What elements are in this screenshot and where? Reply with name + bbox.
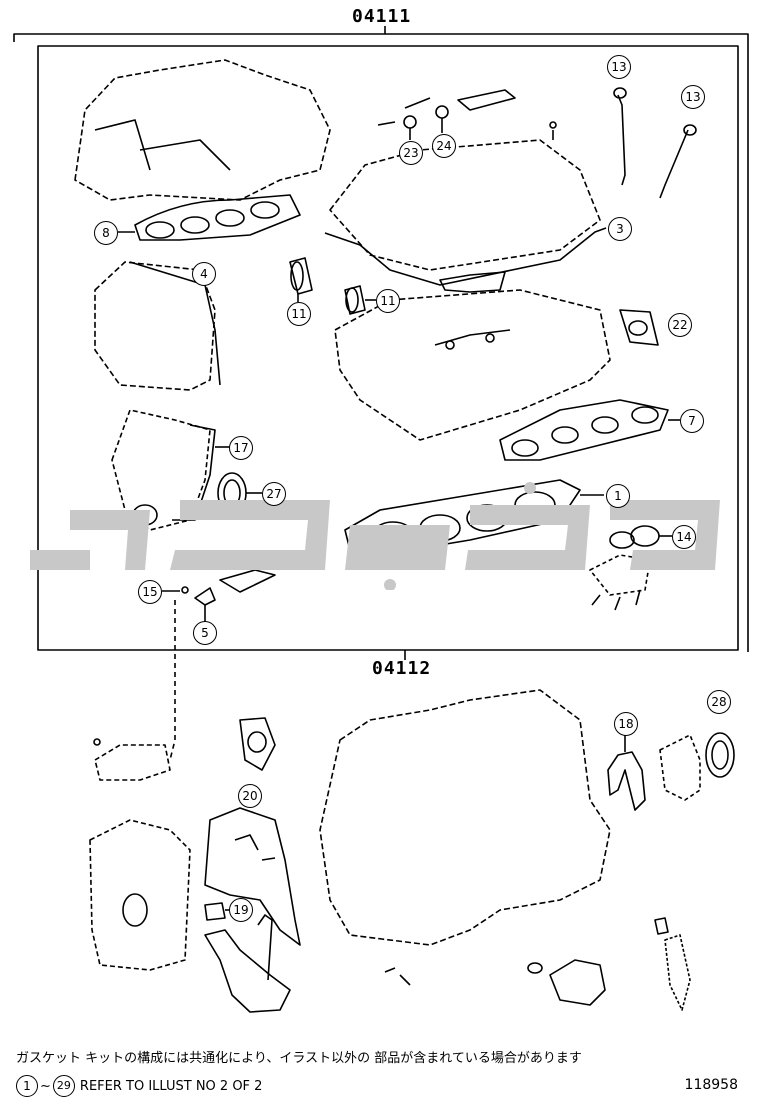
timing-cover-part <box>94 261 216 391</box>
gasket-14-part <box>609 531 635 549</box>
exhaust-gasket-7-part <box>499 399 669 461</box>
watermark-logo <box>30 482 720 590</box>
valve-cover-part <box>329 139 601 271</box>
figure-number: 118958 <box>684 1077 738 1093</box>
oil-strainer-part <box>204 929 291 1013</box>
callout-3: 3 <box>608 217 632 241</box>
water-pump-gasket-part <box>239 717 276 771</box>
seal-retainer-part <box>607 751 646 811</box>
callout-5: 5 <box>193 621 217 645</box>
note-japanese: ガスケット キットの構成には共通化により、イラスト以外の 部品が含まれている場合… <box>16 1051 582 1066</box>
callout-19: 19 <box>229 898 253 922</box>
callout-8: 8 <box>94 221 118 245</box>
refer-end: 29 <box>52 1075 75 1097</box>
callout-20: 20 <box>238 784 262 808</box>
seal-11a-part <box>289 257 313 295</box>
callout-14: 14 <box>672 525 696 549</box>
callout-27: 27 <box>262 482 286 506</box>
intake-gasket-part <box>134 194 301 241</box>
gasket-20-part <box>204 807 301 946</box>
callout-11a: 11 <box>287 302 311 326</box>
callout-24: 24 <box>432 134 456 158</box>
kit-label-lower: 04112 <box>372 658 432 679</box>
note-reference: 1 ~ 29 REFER TO ILLUST NO 2 OF 2 <box>16 1075 262 1097</box>
callout-17: 17 <box>229 436 253 460</box>
refer-text: REFER TO ILLUST NO 2 OF 2 <box>79 1078 263 1094</box>
callout-23: 23 <box>399 141 423 165</box>
callout-4: 4 <box>192 262 216 286</box>
kit-label-upper: 04111 <box>352 6 412 27</box>
intake-manifold-part <box>74 59 331 201</box>
cylinder-head-part <box>334 289 611 441</box>
callout-28: 28 <box>707 690 731 714</box>
kit-04111-frame <box>37 45 739 651</box>
refer-tilde: ~ <box>40 1078 51 1094</box>
callout-13b: 13 <box>681 85 705 109</box>
refer-start: 1 <box>16 1075 38 1097</box>
engine-block-part <box>319 689 611 946</box>
exhaust-gasket-22-part <box>619 309 659 346</box>
callout-22: 22 <box>668 313 692 337</box>
oil-pan-part <box>89 819 191 971</box>
callout-15: 15 <box>138 580 162 604</box>
callout-1: 1 <box>606 484 630 508</box>
callout-13a: 13 <box>607 55 631 79</box>
callout-11b: 11 <box>376 289 400 313</box>
rear-seal-part <box>705 732 735 778</box>
callout-18: 18 <box>614 712 638 736</box>
callout-7: 7 <box>680 409 704 433</box>
seal-11b-part <box>344 285 366 315</box>
